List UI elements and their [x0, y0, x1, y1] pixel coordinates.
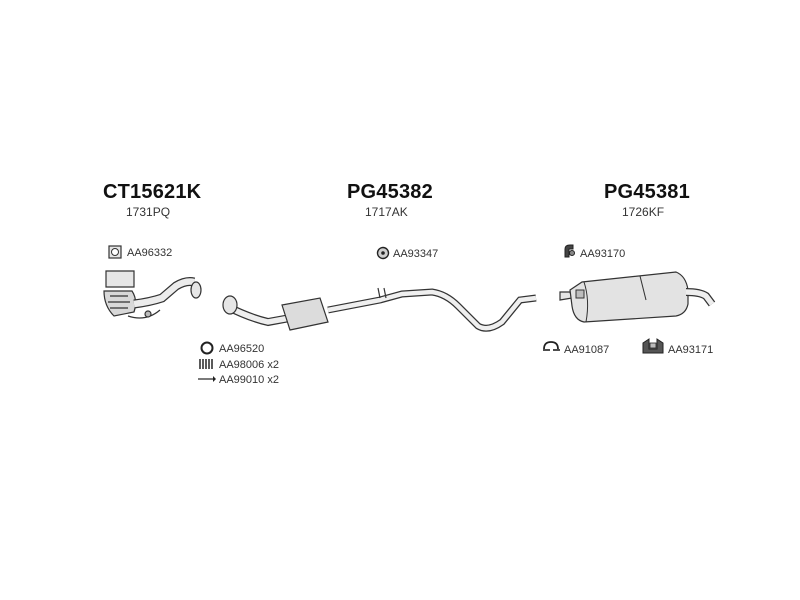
- rear-silencer: [559, 271, 716, 323]
- part-ref-aa96332: AA96332: [127, 247, 173, 259]
- middle-silencer-pipe: [222, 287, 537, 332]
- group-subtitle-catalyst: 1731PQ: [126, 205, 171, 219]
- part-ref-aa93170: AA93170: [580, 248, 626, 260]
- group-title-rear-silencer: PG45381: [604, 181, 690, 203]
- group-subtitle-rear-silencer: 1726KF: [622, 205, 665, 219]
- group-title-catalyst: CT15621K: [103, 181, 202, 203]
- part-ref-aa98006: AA98006 x2: [219, 359, 279, 371]
- spring-icon: [198, 358, 216, 370]
- gasket-square-icon: [108, 245, 122, 259]
- clamp-icon: [541, 339, 561, 355]
- group-subtitle-middle-silencer: 1717AK: [365, 205, 408, 219]
- part-ref-aa93171: AA93171: [668, 344, 714, 356]
- catalytic-converter: [103, 270, 202, 319]
- part-ref-aa96520: AA96520: [219, 343, 265, 355]
- part-ref-aa91087: AA91087: [564, 344, 610, 356]
- rubber-mount-icon: [376, 246, 390, 260]
- group-title-middle-silencer: PG45382: [347, 181, 433, 203]
- part-ref-aa93347: AA93347: [393, 248, 439, 260]
- bracket-icon: [641, 335, 665, 355]
- bolt-icon: [197, 375, 217, 383]
- seal-ring-icon: [200, 341, 214, 355]
- hanger-icon: [562, 243, 578, 259]
- part-ref-aa99010: AA99010 x2: [219, 374, 279, 386]
